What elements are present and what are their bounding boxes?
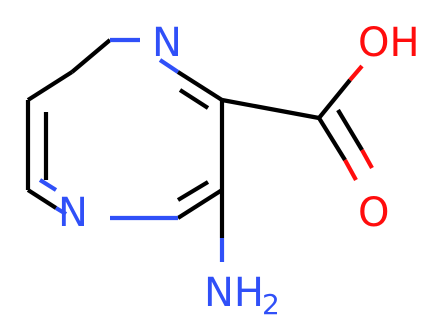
bond-c3-n4-double [176, 180, 210, 202]
atom-nh2: NH [204, 270, 264, 316]
atom-nh2-subscript: 2 [262, 288, 280, 321]
bond-c3-n4-c [176, 188, 224, 220]
bond-cooh-o-o1 [343, 158, 358, 182]
bond-n1-c2-double [178, 88, 210, 110]
atom-n4: N [58, 190, 88, 236]
atom-o: O [358, 190, 389, 236]
bond-c1-n1 [70, 38, 112, 74]
bond-cooh-o-o2 [360, 148, 374, 170]
bond-cooh-o-c2 [336, 108, 364, 152]
bond-n1-c2-n [158, 58, 180, 74]
bond-n4-c5-n [38, 178, 58, 192]
atom-n1: N [152, 20, 182, 66]
bond-c2-cooh [221, 97, 320, 121]
bond-c5-n4-n [54, 206, 68, 216]
bond-cooh-oh-c [317, 78, 352, 120]
bond-c5-n4-c [26, 188, 58, 210]
bond-c6-c1 [26, 70, 74, 102]
bond-cooh-o-c1 [317, 116, 347, 162]
bond-n1-c2-c [176, 70, 224, 102]
bond-cooh-oh-o [348, 64, 364, 82]
atom-oh: OH [358, 20, 420, 66]
